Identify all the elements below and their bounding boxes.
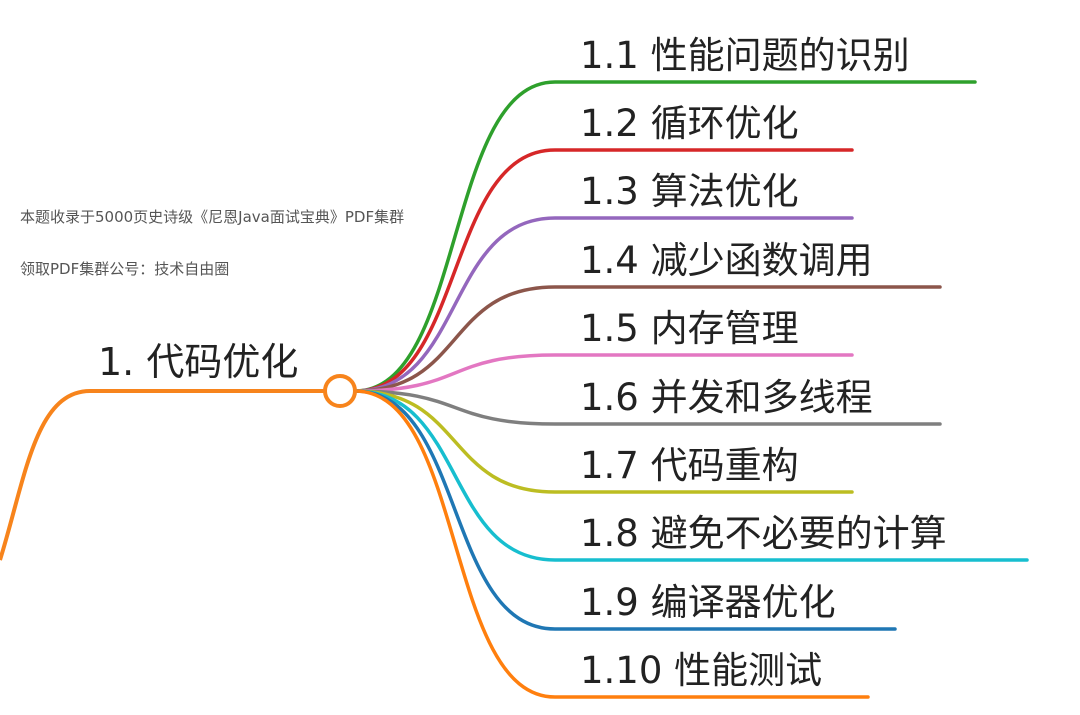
branch-label-8[interactable]: 1.8 避免不必要的计算 [580, 512, 947, 555]
branch-label-6[interactable]: 1.6 并发和多线程 [580, 376, 873, 419]
branch-label-4[interactable]: 1.4 减少函数调用 [580, 239, 873, 282]
branch-connector-5 [353, 353, 854, 393]
branch-connector-3 [353, 216, 854, 393]
branch-connector-1 [353, 80, 977, 393]
branch-label-3[interactable]: 1.3 算法优化 [580, 170, 799, 213]
branch-connector-4 [353, 285, 942, 393]
branch-label-2[interactable]: 1.2 循环优化 [580, 102, 799, 145]
branch-label-7[interactable]: 1.7 代码重构 [580, 444, 799, 487]
branch-connector-6 [353, 389, 942, 426]
root-node-circle[interactable] [323, 374, 357, 408]
watermark-line-2: 领取PDF集群公号：技术自由圈 [20, 260, 230, 278]
root-connector [0, 389, 325, 561]
watermark-line-1: 本题收录于5000页史诗级《尼恩Java面试宝典》PDF集群 [20, 208, 405, 226]
branch-connector-10 [353, 389, 870, 699]
branch-label-10[interactable]: 1.10 性能测试 [580, 649, 823, 692]
branch-connector-8 [353, 389, 1029, 562]
branch-connector-9 [353, 389, 897, 631]
branch-connector-7 [353, 389, 854, 494]
branch-label-5[interactable]: 1.5 内存管理 [580, 307, 799, 350]
root-topic-label[interactable]: 1. 代码优化 [98, 340, 299, 384]
branch-connectors [353, 80, 1029, 699]
branch-label-9[interactable]: 1.9 编译器优化 [580, 581, 836, 624]
branch-label-1[interactable]: 1.1 性能问题的识别 [580, 34, 910, 77]
branch-connector-2 [353, 148, 854, 393]
